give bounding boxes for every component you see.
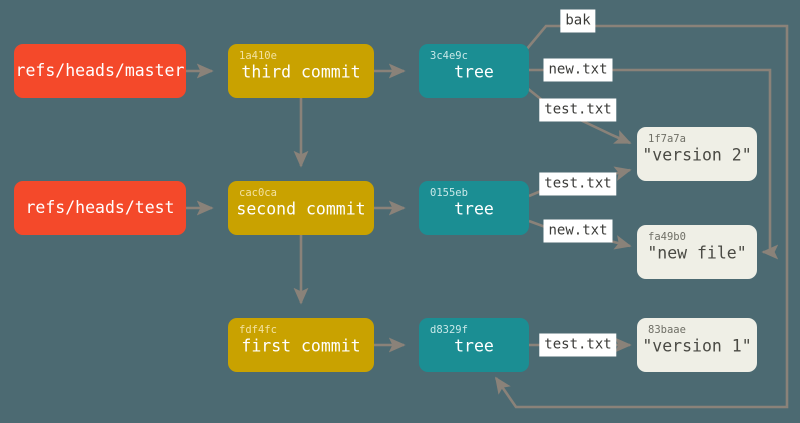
node-label: tree [454, 199, 494, 219]
node-hash: 0155eb [430, 187, 468, 199]
edge-label-e-3c4e9c-new: new.txt [543, 58, 613, 82]
node-blob-83baae[interactable]: 83baae"version 1" [637, 318, 757, 372]
node-hash: fa49b0 [648, 231, 686, 243]
node-label: refs/heads/master [15, 61, 185, 80]
edge-label-e-3c4e9c-test: test.txt [539, 98, 617, 122]
node-blob-fa49b0[interactable]: fa49b0"new file" [637, 225, 757, 279]
node-ref-test[interactable]: refs/heads/test [14, 181, 186, 235]
node-label: tree [454, 336, 494, 356]
node-hash: 3c4e9c [430, 50, 468, 62]
node-label: refs/heads/test [25, 198, 175, 217]
node-ref-master[interactable]: refs/heads/master [14, 44, 186, 98]
node-hash: d8329f [430, 324, 468, 336]
node-label: "version 1" [642, 336, 752, 356]
node-label: first commit [241, 336, 361, 356]
edge-label-e-3c4e9c-bak: bak [560, 9, 596, 33]
edge-label-e-0155eb-new: new.txt [543, 219, 613, 243]
node-label: second commit [236, 199, 366, 219]
node-hash: fdf4fc [239, 324, 277, 336]
node-label: third commit [241, 62, 361, 82]
edge-label-e-0155eb-test: test.txt [539, 172, 617, 196]
node-label: "version 2" [642, 145, 752, 165]
node-blob-1f7a7a[interactable]: 1f7a7a"version 2" [637, 127, 757, 181]
edge-label-e-d8329f-test: test.txt [539, 333, 617, 357]
node-hash: 83baae [648, 324, 686, 336]
node-label: tree [454, 62, 494, 82]
node-hash: cac0ca [239, 187, 277, 199]
node-hash: 1a410e [239, 50, 277, 62]
node-label: "new file" [647, 243, 747, 263]
node-hash: 1f7a7a [648, 133, 686, 145]
